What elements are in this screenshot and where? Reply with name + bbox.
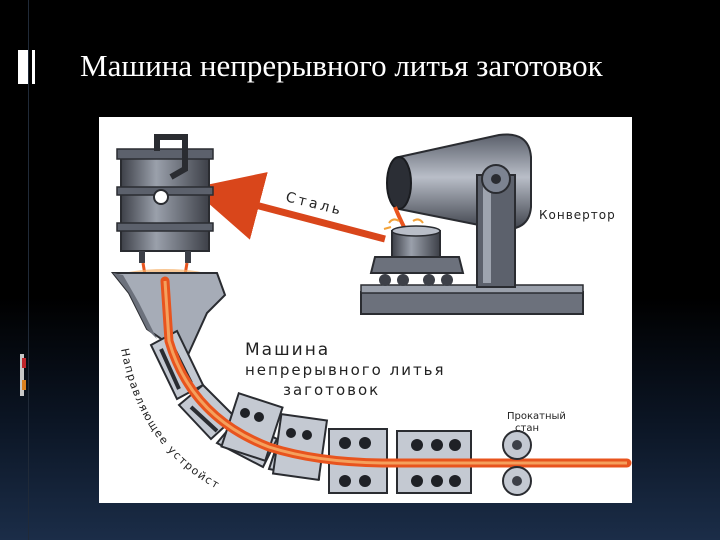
ladle-nozzle-right xyxy=(185,251,191,263)
converter-base-plate xyxy=(360,291,584,315)
label-converter: Конвертор xyxy=(539,208,616,222)
cart-ladle-rim xyxy=(391,225,441,237)
converter-trunnion-hub xyxy=(491,174,501,184)
label-rolling-mill-line1: Прокатный xyxy=(507,411,566,422)
converter xyxy=(360,133,584,315)
cart-wheel-2 xyxy=(397,274,409,286)
cart-wheel-1 xyxy=(379,274,391,286)
label-rolling-mill-line2: стан xyxy=(515,423,539,434)
steel-ladle xyxy=(116,134,214,263)
mill-roll-top-hub xyxy=(512,440,522,450)
mould-shadow xyxy=(113,273,157,339)
mill-roll-bottom-hub xyxy=(512,476,522,486)
ladle-pivot xyxy=(153,189,169,205)
casting-machine-illustration: Сталь Конвертор Машина непрерывного лить… xyxy=(99,117,632,503)
slide-accent-bar-top xyxy=(18,50,29,84)
ladle-nozzle-left xyxy=(139,251,145,263)
cart-frame xyxy=(369,256,465,274)
label-machine-line3: заготовок xyxy=(283,381,380,399)
casting-diagram: Сталь Конвертор Машина непрерывного лить… xyxy=(99,117,632,496)
steel-flow-arrow xyxy=(191,172,386,243)
ladle-cart xyxy=(369,225,465,286)
converter-stand-light xyxy=(483,179,491,283)
slide-accent-marker-red xyxy=(22,358,26,368)
ladle-band-top xyxy=(116,148,214,160)
cart-wheel-3 xyxy=(423,274,435,286)
slide-accent-marker-orange xyxy=(22,380,26,390)
slide-accent-line-top xyxy=(32,50,35,84)
slide-title: Машина непрерывного литья заготовок xyxy=(80,48,603,83)
rolling-mill xyxy=(502,430,532,496)
label-machine-line1: Машина xyxy=(245,340,330,360)
converter-mouth xyxy=(386,156,412,210)
slide-side-rule xyxy=(28,0,29,540)
roll-dots xyxy=(240,408,461,487)
converter-base-top xyxy=(360,284,584,294)
slide-accent-bar-bottom xyxy=(20,354,24,396)
cast-strand-core xyxy=(163,280,627,465)
ladle-stopper-arm xyxy=(154,134,188,180)
ladle-band-low xyxy=(116,222,214,232)
label-machine-line2: непрерывного литья xyxy=(245,361,446,379)
cart-wheel-4 xyxy=(441,274,453,286)
roller-block-2 xyxy=(271,412,329,482)
